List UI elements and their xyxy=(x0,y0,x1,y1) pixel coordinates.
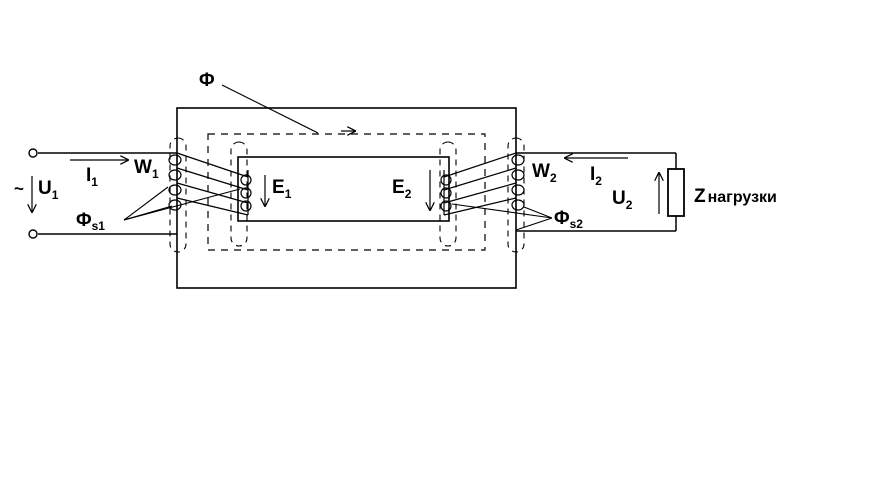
winding-w2-label: W2 xyxy=(532,161,557,185)
load-resistor xyxy=(667,168,685,217)
flux-pointer xyxy=(221,84,319,134)
secondary-winding xyxy=(440,152,525,216)
voltage-u1-label: U1 xyxy=(38,178,59,202)
flux-label: Φ xyxy=(199,70,215,91)
current-i1-label: I1 xyxy=(86,165,98,189)
leakage-flux-2 xyxy=(439,137,525,253)
leakage-flux-2-pointers xyxy=(451,203,553,231)
leakage-flux-2-label: Φs2 xyxy=(554,208,583,231)
core-outer xyxy=(176,107,517,289)
core-window xyxy=(237,156,450,222)
primary-winding xyxy=(168,152,252,216)
leakage-flux-1-pointers xyxy=(123,186,241,221)
winding-w1-label: W1 xyxy=(134,157,159,181)
primary-terminal-bottom[interactable] xyxy=(28,229,38,239)
emf-e2-label: E2 xyxy=(392,177,412,201)
leakage-flux-1-label: Φs1 xyxy=(76,210,105,233)
primary-wires xyxy=(38,152,177,235)
voltage-u2-label: U2 xyxy=(612,188,633,212)
secondary-wires xyxy=(516,152,677,232)
core xyxy=(176,107,517,289)
emf-e1-label: E1 xyxy=(272,177,292,201)
leakage-flux-1 xyxy=(169,137,248,253)
current-i2-label: I2 xyxy=(590,164,602,188)
source-symbol: ~ xyxy=(14,179,24,198)
primary-terminal-top[interactable] xyxy=(28,148,38,158)
